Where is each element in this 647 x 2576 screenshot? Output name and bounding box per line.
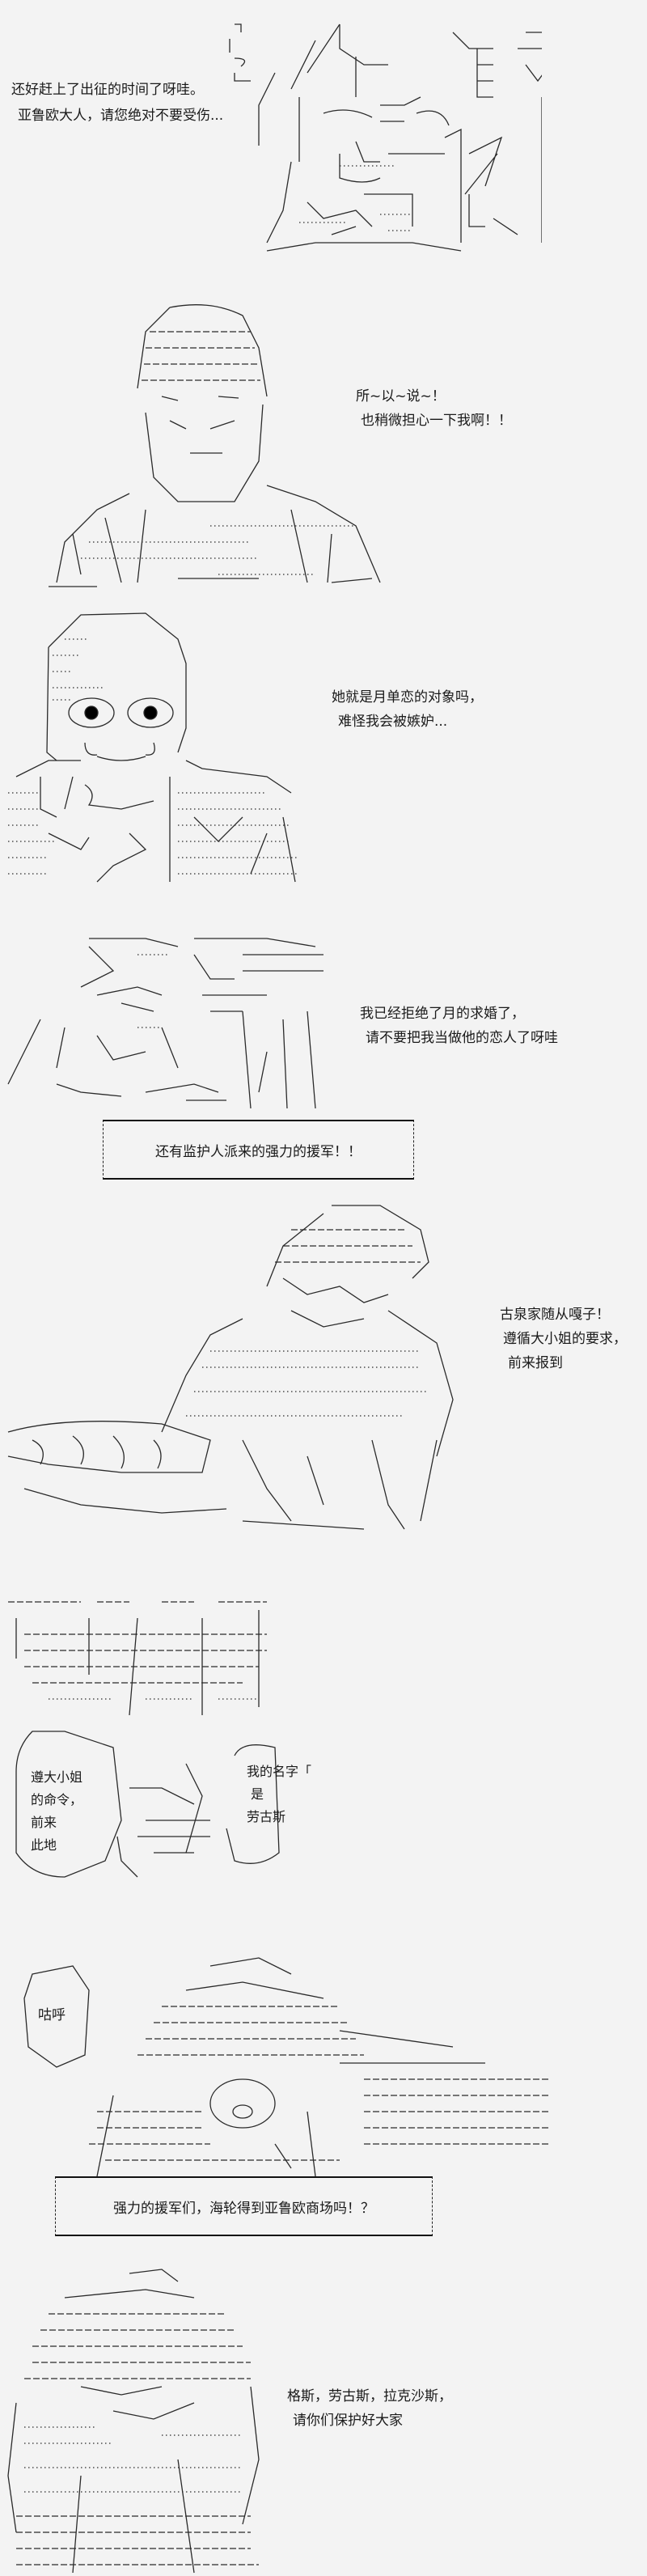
dialogue-line: 遵循大小姐的要求， — [503, 1331, 627, 1347]
dialogue-line: 我已经拒绝了月的求婚了， — [360, 1006, 525, 1022]
narration-box: 强力的援军们，海轮得到亚鲁欧商场吗！？ — [55, 2176, 433, 2236]
speech-bubble-line: 是 — [251, 1786, 264, 1802]
ascii-art-girl-with-sword — [218, 16, 542, 259]
ascii-art-bald-man — [0, 607, 307, 886]
dialogue-line: 她就是月单恋的对象吗， — [332, 689, 483, 705]
dialogue-line: 亚鲁欧大人，请您绝对不要受伤... — [18, 108, 224, 124]
narration-box: 还有监护人派来的强力的援军！！ — [103, 1120, 414, 1180]
ascii-art-woman — [0, 930, 332, 1112]
dialogue-line: 古泉家随从嘎子！ — [500, 1307, 610, 1323]
speech-bubble-text: 咕呼 — [38, 2007, 66, 2023]
narration-text: 还有监护人派来的强力的援军！！ — [155, 1143, 362, 1160]
dialogue-line: 格斯，劳古斯，拉克沙斯， — [287, 2388, 452, 2404]
ascii-art-sleeping-creature — [0, 1950, 558, 2184]
dialogue-line: 请不要把我当做他的恋人了呀哇 — [366, 1030, 558, 1046]
dialogue-line: 还好赶上了出征的时间了呀哇。 — [11, 82, 204, 98]
speech-bubble-line: 劳古斯 — [247, 1809, 286, 1824]
dialogue-line: 也稍微担心一下我啊！！ — [361, 413, 512, 429]
ascii-art-robed-figure — [0, 1586, 283, 1901]
dialogue-line: 所~以~说~！ — [356, 388, 446, 405]
speech-bubble-line: 此地 — [31, 1837, 57, 1853]
ascii-art-boy — [49, 299, 445, 599]
speech-bubble-line: 我的名字「 — [247, 1764, 312, 1779]
ascii-art-hooded-warrior — [0, 2265, 275, 2576]
dialogue-line: 难怪我会被嫉妒... — [338, 714, 448, 730]
speech-bubble-line: 的命令， — [31, 1792, 83, 1807]
narration-text: 强力的援军们，海轮得到亚鲁欧商场吗！？ — [113, 2200, 374, 2217]
speech-bubble-line: 遵大小姐 — [31, 1769, 83, 1785]
ascii-art-butler — [0, 1197, 461, 1537]
speech-bubble-line: 前来 — [31, 1815, 57, 1830]
dialogue-line: 请你们保护好大家 — [293, 2413, 403, 2429]
dialogue-line: 前来报到 — [508, 1355, 563, 1371]
